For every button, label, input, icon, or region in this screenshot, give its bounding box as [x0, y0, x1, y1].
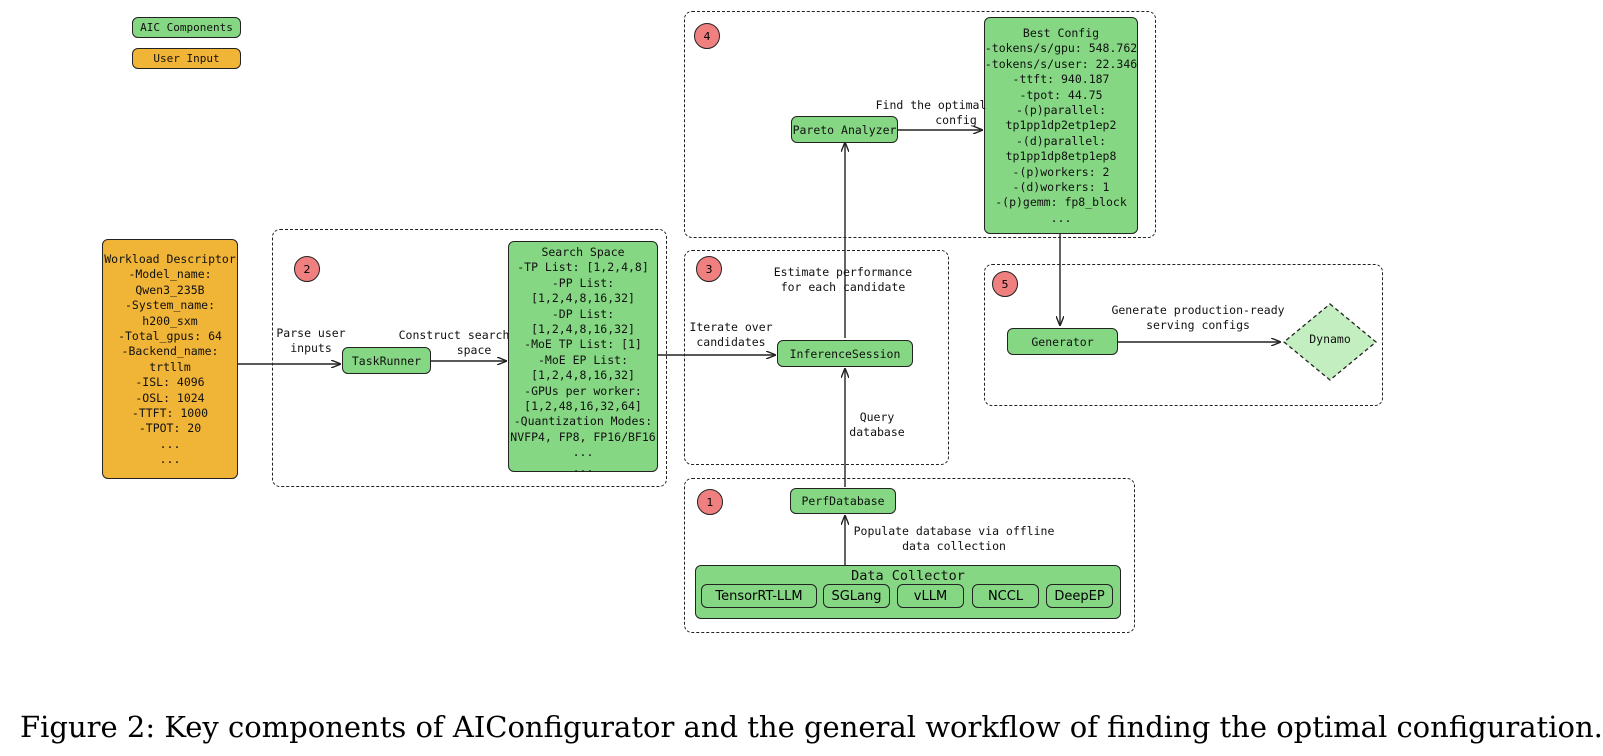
workload-line: h200_sxm [142, 313, 198, 328]
search-space-node: Search Space -TP List: [1,2,4,8] -PP Lis… [508, 241, 658, 475]
search-space-line: -PP List: [551, 275, 615, 290]
perf-database-node: PerfDatabase [790, 488, 896, 514]
inference-session-node: InferenceSession [777, 340, 913, 367]
tool-nccl: NCCL [972, 584, 1039, 608]
region-5-generator [984, 264, 1383, 406]
workload-line: -Total_gpus: 64 [118, 329, 222, 344]
workload-line: -TTFT: 1000 [131, 406, 209, 421]
edge-label-line: Generate production-ready [1111, 303, 1285, 317]
best-config-line: -tokens/s/gpu: 548.762 [984, 41, 1138, 56]
search-space-line: -MoE TP List: [1] [524, 337, 642, 352]
region-2-search-space [272, 229, 667, 487]
best-config-line: -(d)workers: 1 [1012, 180, 1110, 195]
edge-label-query-database: Query database [842, 410, 912, 440]
edge-label-construct-search-space: Construct search space [396, 328, 512, 358]
generator-node: Generator [1007, 328, 1118, 355]
tool-tensorrt-llm: TensorRT-LLM [701, 584, 817, 608]
edge-label-line: database [849, 425, 905, 439]
workload-line: -Backend_name: [121, 344, 219, 359]
search-space-line: -TP List: [1,2,4,8] [517, 260, 649, 275]
edge-label-iterate-over-candidates: Iterate over candidates [681, 320, 781, 350]
search-space-line: -GPUs per worker: [524, 383, 642, 398]
edge-label-line: Iterate over [689, 320, 773, 334]
best-config-line: tp1pp1dp2etp1ep2 [1005, 118, 1117, 133]
workload-line: -OSL: 1024 [135, 390, 205, 405]
tool-vllm: vLLM [897, 584, 964, 608]
search-space-line: Search Space [541, 245, 625, 259]
search-space-line: -Quantization Modes: [513, 414, 653, 429]
edge-label-line: candidates [696, 335, 766, 349]
search-space-line: [1,2,4,8,16,32] [531, 368, 635, 383]
edge-label-line: Query [859, 410, 895, 424]
tool-deepep: DeepEP [1046, 584, 1113, 608]
edge-label-line: space [456, 343, 492, 357]
best-config-node: Best Config -tokens/s/gpu: 548.762 -toke… [984, 17, 1138, 234]
region-4-pareto [684, 11, 1156, 238]
search-space-line: [1,2,4,8,16,32] [531, 291, 635, 306]
edge-label-generate-configs: Generate production-ready serving config… [1106, 303, 1290, 333]
step-badge-1: 1 [697, 489, 723, 515]
region-3-inference [684, 250, 949, 465]
workload-line: Workload Descriptor [104, 252, 236, 266]
best-config-line: -ttft: 940.187 [1012, 72, 1110, 87]
step-badge-5: 5 [992, 271, 1018, 297]
workload-line: -System_name: [124, 298, 215, 313]
edge-label-line: inputs [290, 341, 332, 355]
best-config-line: tp1pp1dp8etp1ep8 [1005, 149, 1117, 164]
search-space-line: [1,2,48,16,32,64] [524, 399, 642, 414]
search-space-line: ... [572, 445, 594, 460]
workload-line: -TPOT: 20 [138, 421, 202, 436]
best-config-line: -(p)gemm: fp8_block [995, 195, 1127, 210]
legend-aic-components: AIC Components [132, 17, 241, 38]
step-badge-2: 2 [294, 256, 320, 282]
workload-line: trtllm [149, 359, 191, 374]
workflow-diagram: AIC Components User Input 2 3 4 5 1 Work… [20, 0, 1603, 744]
edge-label-line: config [935, 113, 977, 127]
edge-label-line: Construct search [398, 328, 510, 342]
search-space-line: NVFP4, FP8, FP16/BF16 [510, 429, 656, 444]
best-config-line: -(p)workers: 2 [1012, 164, 1110, 179]
edge-label-estimate-performance: Estimate performance for each candidate [768, 265, 918, 295]
edge-label-line: serving configs [1146, 318, 1250, 332]
edge-label-parse-user-inputs: Parse user inputs [266, 326, 356, 356]
edge-label-line: Find the optimal [875, 98, 987, 112]
task-runner-node: TaskRunner [342, 347, 431, 374]
edge-label-line: data collection [902, 539, 1006, 553]
search-space-line: [1,2,4,8,16,32] [531, 322, 635, 337]
step-badge-4: 4 [694, 23, 720, 49]
pareto-analyzer-node: Pareto Analyzer [791, 116, 898, 143]
best-config-line: -tokens/s/user: 22.346 [984, 56, 1138, 71]
edge-label-populate-database: Populate database via offline data colle… [846, 524, 1062, 554]
edge-label-line: for each candidate [780, 280, 906, 294]
best-config-line: -(p)parallel: [1015, 103, 1106, 118]
edge-label-line: Populate database via offline [853, 524, 1055, 538]
dynamo-label: Dynamo [1309, 332, 1351, 346]
step-badge-3: 3 [696, 256, 722, 282]
search-space-line: -MoE EP List: [537, 352, 628, 367]
tool-sglang: SGLang [823, 584, 890, 608]
best-config-line: ... [1050, 210, 1072, 225]
best-config-line: -(d)parallel: [1015, 133, 1106, 148]
workload-descriptor: Workload Descriptor -Model_name: Qwen3_2… [102, 239, 238, 479]
workload-line: ... [159, 436, 181, 451]
dynamo-diamond [1282, 303, 1378, 381]
data-collector-title: Data Collector [851, 568, 965, 584]
edge-label-find-optimal-config: Find the optimal config [872, 98, 990, 128]
edge-label-line: Estimate performance [773, 265, 913, 279]
workload-line: ... [159, 452, 181, 467]
search-space-line: -DP List: [551, 306, 615, 321]
region-1-data-collection [684, 478, 1135, 633]
workload-line: Qwen3_235B [135, 282, 205, 297]
figure-caption: Figure 2: Key components of AIConfigurat… [20, 710, 1603, 744]
best-config-line: -tpot: 44.75 [1019, 87, 1103, 102]
legend-user-input: User Input [132, 48, 241, 69]
search-space-line: ... [572, 460, 594, 475]
best-config-line: Best Config [1022, 26, 1100, 40]
workload-line: -ISL: 4096 [135, 375, 205, 390]
edge-label-line: Parse user [276, 326, 346, 340]
diagram-connectors [238, 0, 1558, 565]
workload-line: -Model_name: [128, 267, 212, 282]
